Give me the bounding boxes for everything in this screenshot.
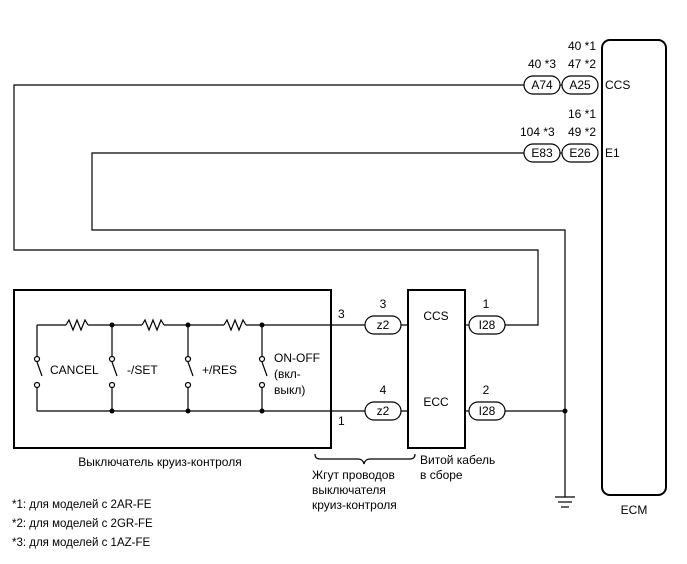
ecm-e1-pin-note-2: 49 *2 xyxy=(568,125,596,139)
resistor-2 xyxy=(141,318,165,332)
spiral-ecc-label: ECC xyxy=(423,395,449,409)
ecm-ccs-pin-note-1: 40 *1 xyxy=(568,39,596,53)
connector-i28-bottom xyxy=(468,401,506,421)
switch-res xyxy=(184,325,194,411)
switch-cancel-label: CANCEL xyxy=(50,363,99,377)
spiral-label-2: в сборе xyxy=(420,468,463,482)
connector-z2-top xyxy=(364,315,402,335)
switch-set xyxy=(108,325,118,411)
harness-pin-4: 4 xyxy=(380,383,387,397)
cruise-switch-label: Выключатель круиз-контроля xyxy=(78,455,241,469)
ecm-ccs-pin-note-2: 47 *2 xyxy=(568,57,596,71)
ecm-ccs-pin-a: 40 *3 xyxy=(528,57,556,71)
harness-label-2: выключателя xyxy=(312,483,386,497)
switch-onoff-label-2: (вкл- xyxy=(274,367,301,381)
connector-z2-bottom xyxy=(364,401,402,421)
connector-z2-bottom-label: z2 xyxy=(377,404,390,418)
harness-pin-3: 3 xyxy=(380,297,387,311)
resistor-3 xyxy=(223,318,247,332)
switch-terminal-3: 3 xyxy=(338,307,345,321)
ecm-e1-pin-a: 104 *3 xyxy=(520,125,555,139)
spiral-pin-1: 1 xyxy=(483,297,490,311)
connector-e83-label: E83 xyxy=(531,146,553,160)
connector-i28-top xyxy=(468,315,506,335)
footnote-3: *3: для моделей с 1AZ-FE xyxy=(12,537,150,549)
footnote-2: *2: для моделей с 2GR-FE xyxy=(12,518,153,530)
spiral-pin-2: 2 xyxy=(483,383,490,397)
wire-ccs xyxy=(13,84,539,326)
spiral-ccs-label: CCS xyxy=(423,309,448,323)
ground-junction-dot xyxy=(562,408,568,414)
switch-cancel xyxy=(33,325,43,411)
footnote-1: *1: для моделей с 2AR-FE xyxy=(12,499,152,511)
ecm-box xyxy=(601,39,667,496)
switch-set-label: -/SET xyxy=(127,363,158,377)
spiral-label-1: Витой кабель xyxy=(420,453,495,467)
connector-a74-label: A74 xyxy=(531,78,553,92)
connector-i28-top-label: I28 xyxy=(479,318,496,332)
connector-a25-label: A25 xyxy=(569,78,591,92)
ecm-e1-pin-note-1: 16 *1 xyxy=(568,107,596,121)
switch-onoff xyxy=(258,325,268,411)
wire-e1 xyxy=(91,152,566,497)
connector-e26-label: E26 xyxy=(569,146,591,160)
harness-label-1: Жгут проводов xyxy=(312,468,395,482)
cruise-switch-box xyxy=(13,289,332,449)
switch-res-label: +/RES xyxy=(202,363,237,377)
connector-i28-bottom-label: I28 xyxy=(479,404,496,418)
switch-terminal-1: 1 xyxy=(338,414,345,428)
resistor-1 xyxy=(65,318,89,332)
connector-z2-top-label: z2 xyxy=(377,318,390,332)
ecm-e1-label: E1 xyxy=(605,146,620,160)
switch-onoff-label-1: ON-OFF xyxy=(274,351,320,365)
spiral-cable-box xyxy=(407,289,466,449)
switch-onoff-label-3: выкл) xyxy=(274,383,305,397)
ecm-label: ECM xyxy=(621,503,648,517)
ecm-ccs-label: CCS xyxy=(605,78,630,92)
harness-brace xyxy=(314,453,416,465)
harness-label-3: круиз-контроля xyxy=(312,498,397,512)
